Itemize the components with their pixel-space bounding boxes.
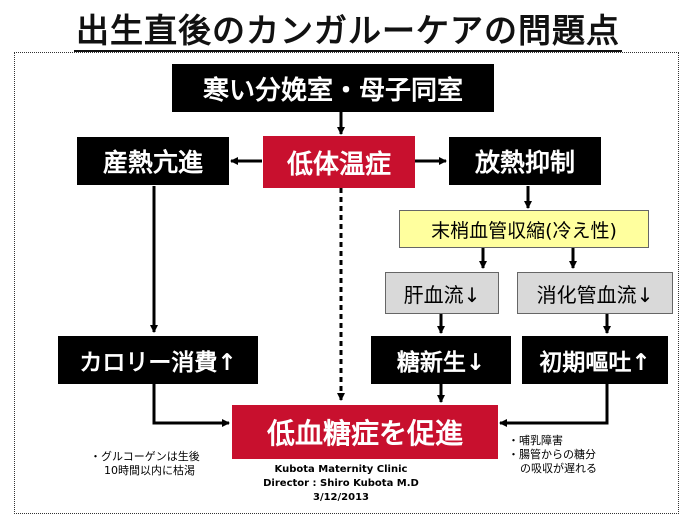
node-hypoglycemia: 低血糖症を促進 [232,405,498,459]
credit-block: Kubota Maternity Clinic Director : Shiro… [256,463,426,505]
credit-director: Director : Shiro Kubota M.D [263,478,419,489]
node-vomit: 初期嘔吐↑ [522,336,668,384]
node-calorie: カロリー消費↑ [58,336,258,384]
credit-date: 3/12/2013 [312,492,369,503]
node-cold-room: 寒い分娩室・母子同室 [172,64,494,112]
note-glycogen: ・グルコーゲンは生後 10時間以内に枯渇 [90,450,200,477]
arrow-calorie-to-hypoglycemia [152,384,230,427]
node-liver-flow: 肝血流↓ [385,272,499,314]
arrow-vomit-to-hypoglycemia [499,384,609,427]
diagram-frame [14,52,679,514]
credit-clinic: Kubota Maternity Clinic [274,464,408,475]
diagram-title: 出生直後のカンガルーケアの問題点 [74,11,622,52]
node-gut-flow: 消化管血流↓ [517,272,673,314]
node-vasoconstriction: 末梢血管収縮(冷え性) [399,210,649,248]
node-hypothermia: 低体温症 [263,136,415,188]
node-heat-suppression: 放熱抑制 [449,137,601,185]
node-heat-production: 産熱亢進 [77,137,229,185]
node-gluconeo: 糖新生↓ [371,336,511,384]
note-absorption: ・哺乳障害 ・腸管からの糖分 の吸収が遅れる [508,434,597,475]
